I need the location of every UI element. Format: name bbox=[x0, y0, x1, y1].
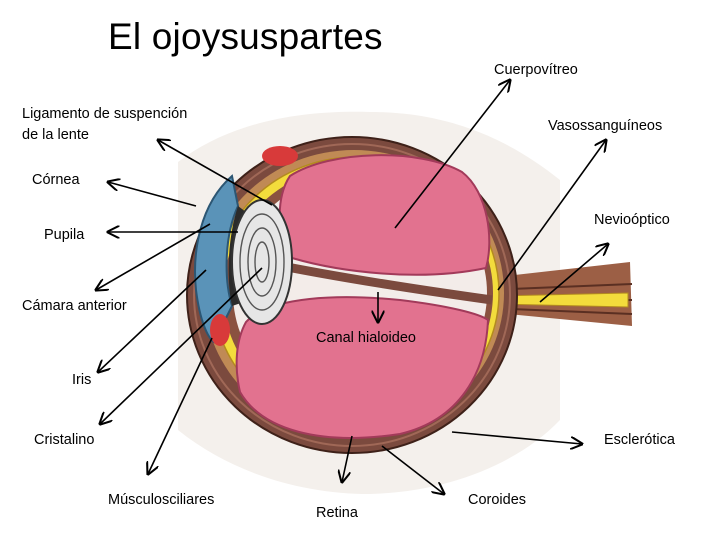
lens bbox=[231, 199, 293, 325]
vitreous-upper bbox=[278, 154, 491, 276]
pointer-arrows bbox=[96, 80, 608, 494]
label-musculos: Músculosciliares bbox=[108, 492, 215, 508]
arrow-nervio bbox=[539, 244, 608, 303]
page-title: El ojoysuspartes bbox=[108, 16, 383, 57]
label-iris: Iris bbox=[72, 372, 92, 388]
label-esclerotica: Esclerótica bbox=[604, 432, 675, 448]
label-pupila: Pupila bbox=[44, 227, 85, 243]
label-camara: Cámara anterior bbox=[22, 298, 127, 314]
label-vasos: Vasossanguíneos bbox=[548, 118, 663, 134]
label-retina: Retina bbox=[316, 505, 358, 521]
arrow-retina bbox=[342, 435, 353, 482]
arrow-vasos bbox=[497, 140, 606, 291]
arrow-cuerpo-vitreo bbox=[394, 80, 510, 229]
label-cristalino: Cristalino bbox=[34, 432, 95, 448]
arrow-camara bbox=[96, 223, 211, 290]
arrow-cornea bbox=[108, 182, 197, 207]
vitreous-lower bbox=[235, 296, 490, 439]
arrow-musculos bbox=[148, 337, 213, 474]
arrow-cristalino bbox=[100, 267, 263, 424]
label-coroides: Coroides bbox=[468, 492, 527, 508]
arrow-iris bbox=[98, 269, 207, 372]
ciliary-upper bbox=[262, 146, 298, 166]
label-nervio: Nevioóptico bbox=[594, 212, 670, 228]
arrow-coroides bbox=[381, 445, 444, 494]
label-cuerpo-vitreo: Cuerpovítreo bbox=[494, 62, 578, 78]
label-ligamento-line1: Ligamento de suspención bbox=[22, 106, 188, 122]
label-cornea: Córnea bbox=[32, 172, 80, 188]
label-canal: Canal hialoideo bbox=[316, 330, 416, 346]
label-ligamento-line2: de la lente bbox=[22, 127, 89, 143]
arrow-ligamento bbox=[158, 140, 273, 206]
ciliary-lower bbox=[210, 314, 230, 346]
arrow-esclerotica bbox=[451, 431, 582, 444]
